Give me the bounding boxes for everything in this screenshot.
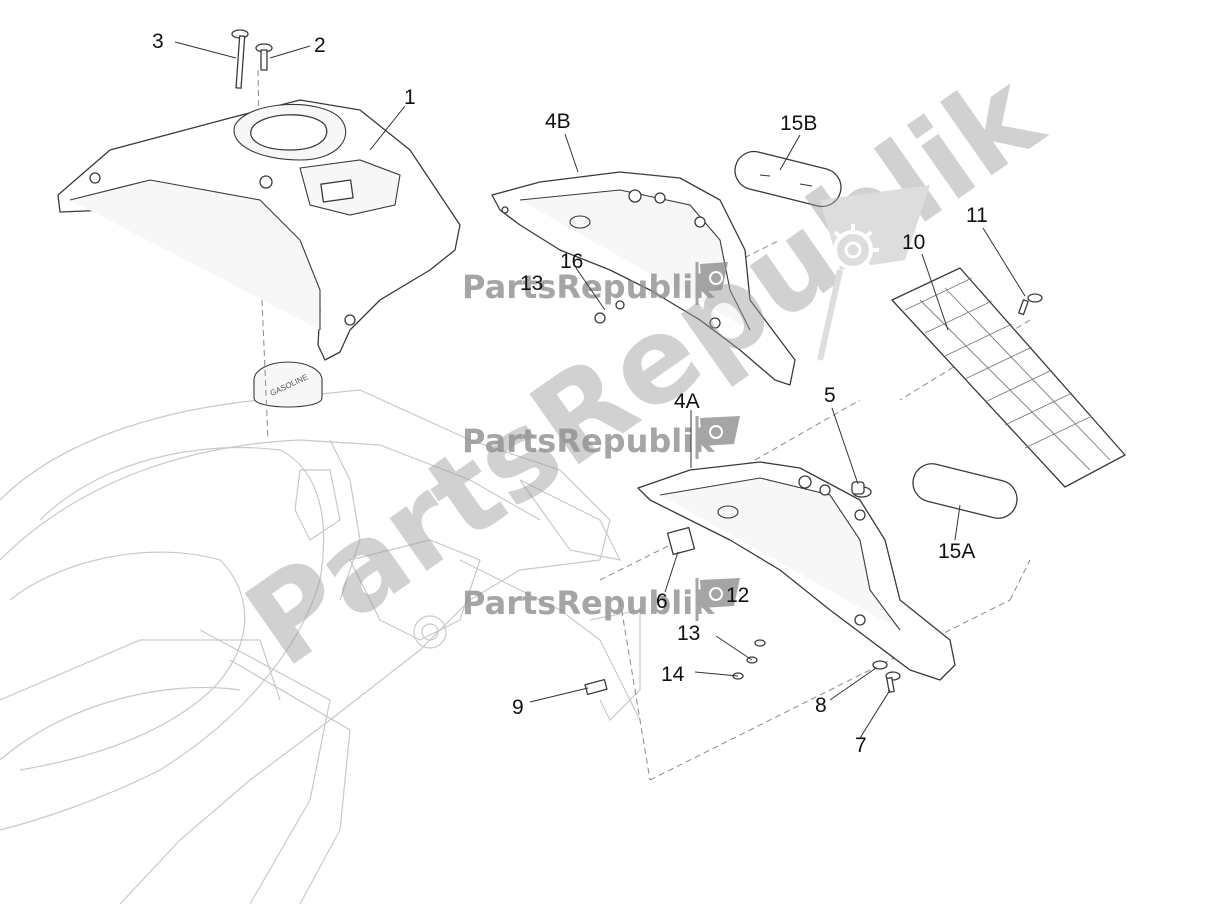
watermark-small-text-3: PartsRepublik <box>462 584 715 622</box>
leader-lines <box>174 41 1026 739</box>
watermark-small-3: PartsRepublik <box>462 578 740 622</box>
gear-icon <box>709 587 723 601</box>
callout-labels: 3 2 1 4B 15B 11 10 16 13 5 4A 15A 6 12 1… <box>152 30 988 757</box>
screw-11 <box>1018 293 1043 316</box>
callout-15b: 15B <box>780 112 817 135</box>
reflector-15b <box>734 150 842 208</box>
scooter-body-ghost <box>0 389 641 904</box>
screw-3 <box>231 29 249 89</box>
mudguard-4a <box>637 461 956 681</box>
plate-holder-10 <box>891 267 1126 488</box>
mudguard-4b <box>491 171 796 386</box>
fuel-cap: GASOLINE <box>253 361 323 408</box>
reflector-15a <box>912 463 1018 519</box>
gear-icon <box>709 425 723 439</box>
watermark-small-2: PartsRepublik <box>462 416 740 460</box>
callout-4b: 4B <box>545 110 571 133</box>
callout-11: 11 <box>966 204 988 227</box>
watermark-small-text-2: PartsRepublik <box>462 422 715 460</box>
small-parts-lower <box>584 526 901 696</box>
callout-10: 10 <box>902 231 925 254</box>
callout-6: 6 <box>656 590 668 613</box>
callout-3: 3 <box>152 30 164 53</box>
callout-12: 12 <box>726 584 749 607</box>
gear-icon <box>709 271 723 285</box>
plug-5 <box>851 481 872 498</box>
gear-icon <box>827 224 879 276</box>
callout-1: 1 <box>404 86 416 109</box>
screw-2 <box>255 43 273 71</box>
callout-13-upper: 13 <box>520 272 543 295</box>
callout-9: 9 <box>512 696 524 719</box>
callout-16: 16 <box>560 250 583 273</box>
callout-7: 7 <box>855 734 867 757</box>
callout-4a: 4A <box>674 390 700 413</box>
callout-15a: 15A <box>938 540 975 563</box>
callout-2: 2 <box>314 34 326 57</box>
callout-5: 5 <box>824 384 836 407</box>
callout-8: 8 <box>815 694 827 717</box>
callout-14: 14 <box>661 663 685 686</box>
rear-cover <box>57 99 461 361</box>
small-parts-upper <box>594 300 625 324</box>
callout-13-lower: 13 <box>677 622 700 645</box>
watermark-small-1: PartsRepublik <box>462 262 728 306</box>
